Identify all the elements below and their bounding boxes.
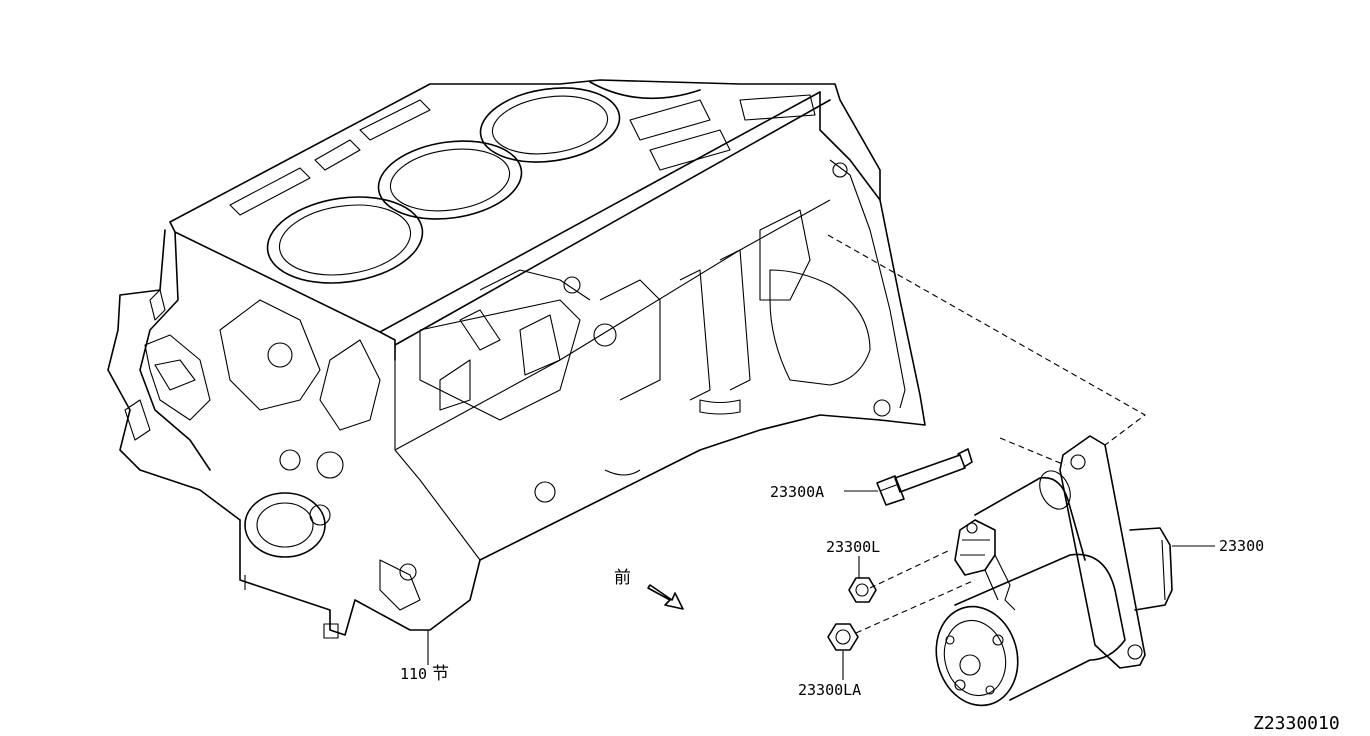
locating-line [827,234,1147,446]
engine-block-drawing [107,79,926,639]
callout-nut-l: 23300L [826,538,880,556]
front-arrow-icon [647,584,684,610]
nut-23300LA-drawing [827,623,859,651]
diagram-code: Z2330010 [1253,713,1340,734]
callout-bolt: 23300A [770,483,824,501]
front-indicator: 前 [614,568,684,610]
starter-motor-drawing [935,435,1173,707]
bolt-23300A-drawing [876,448,973,506]
nut-la-axis [855,579,976,634]
callout-nut-la: 23300LA [798,681,861,699]
nut-l-axis [869,549,951,589]
nut-23300L-drawing [848,577,877,603]
callout-starter-motor: 23300 [1219,537,1264,555]
callout-engine-block: 110 [400,665,427,683]
front-label: 前 [614,568,631,588]
callout-engine-block-note: 节 [432,664,449,684]
locating-line-2 [999,437,1066,466]
